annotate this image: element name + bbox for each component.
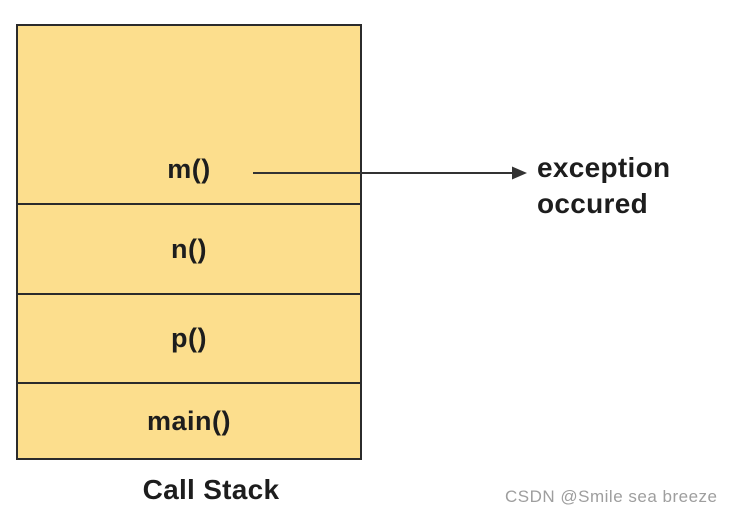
stack-frame-m: m() (18, 26, 360, 203)
diagram-caption: Call Stack (142, 474, 280, 505)
csdn-watermark: CSDN @Smile sea breeze (505, 487, 718, 506)
call-stack-box: m() n() p() main() (16, 24, 362, 460)
exception-annotation: exception occured (537, 150, 670, 222)
stack-frame-label: main() (147, 405, 231, 436)
stack-frame-p: p() (18, 293, 360, 382)
stack-frame-main: main() (18, 382, 360, 458)
exception-annotation-line1: exception (537, 152, 671, 183)
exception-arrow-icon (253, 166, 527, 180)
stack-frame-label: p() (171, 323, 207, 353)
stack-frame-n: n() (18, 203, 360, 293)
exception-annotation-line2: occured (537, 188, 649, 219)
stack-frame-label: m() (167, 154, 211, 184)
stack-frame-label: n() (171, 233, 207, 264)
